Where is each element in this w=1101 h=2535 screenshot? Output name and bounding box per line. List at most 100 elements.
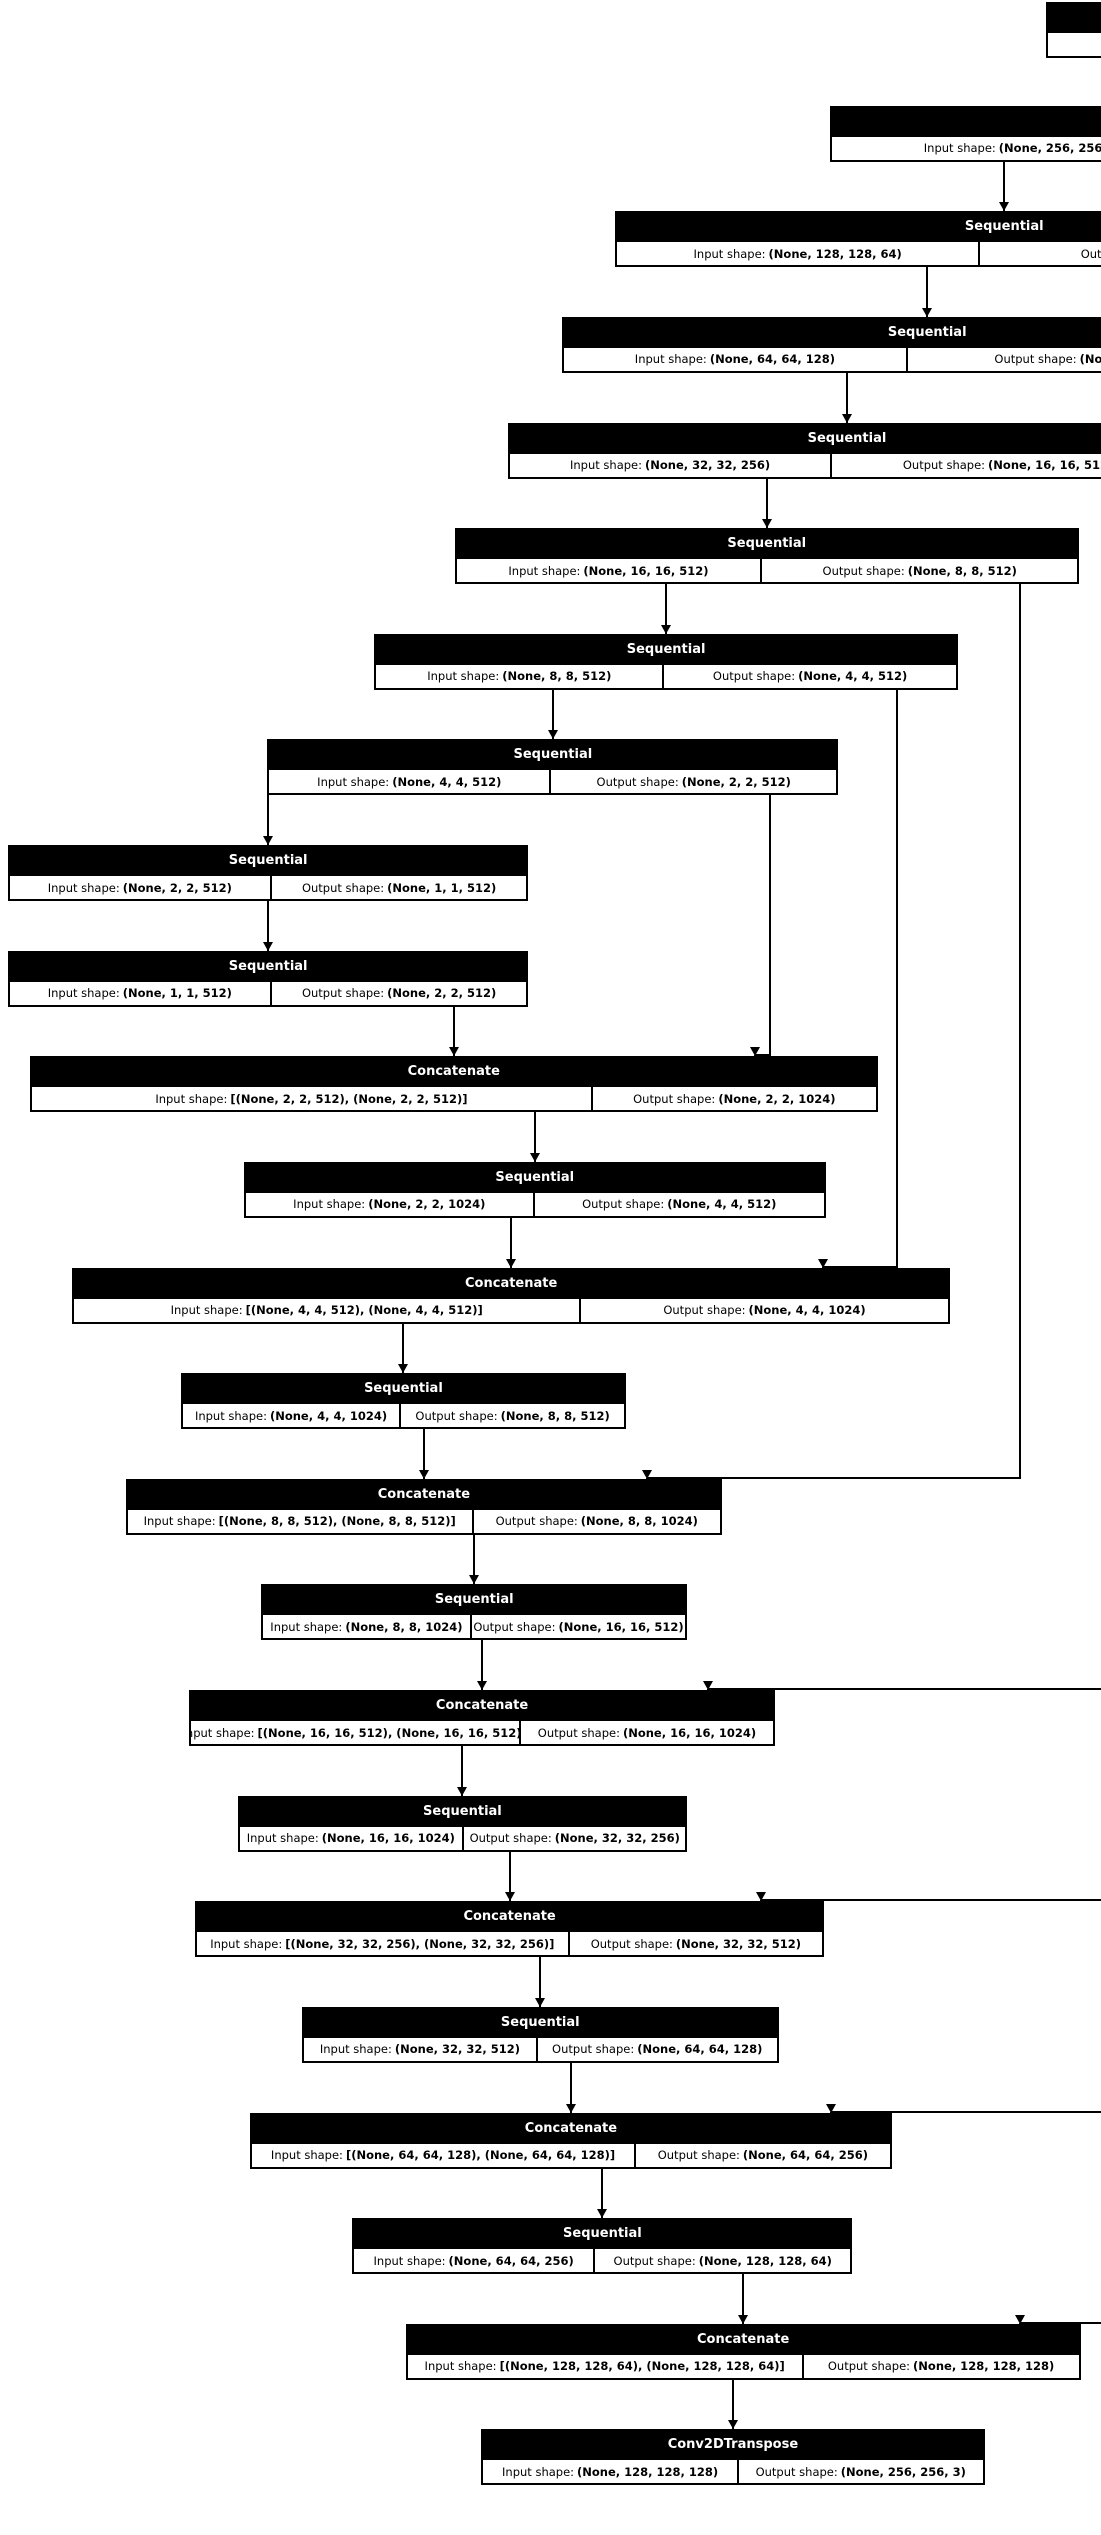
input-shape-label: Input shape: bbox=[424, 2359, 497, 2374]
layer-node-shape-row: Input shape:(None, 16, 16, 512)Output sh… bbox=[456, 557, 1077, 583]
layer-input-shape: Input shape:[(None, 128, 128, 64), (None… bbox=[407, 2352, 804, 2378]
output-shape-value: (None, 4, 4, 1024) bbox=[748, 1303, 866, 1317]
edge-n9-to-n10 bbox=[452, 1006, 455, 1057]
input-shape-value: [(None, 128, 128, 64), (None, 128, 128, … bbox=[499, 2359, 785, 2374]
layer-node-title: Conv2DTranspose bbox=[483, 2431, 983, 2459]
layer-node-shape-row: Input shape:(None, 32, 32, 512)Output sh… bbox=[303, 2035, 777, 2061]
edge-n10-to-n11 bbox=[533, 1112, 536, 1162]
input-shape-value: (None, 256, 256, 3) bbox=[998, 141, 1101, 156]
layer-input-shape: Input shape:(None, 2, 2, 1024) bbox=[245, 1190, 535, 1216]
arrowhead-n9-to-n10 bbox=[448, 1047, 459, 1057]
edge-n12-to-n13 bbox=[402, 1323, 405, 1374]
output-shape-label: Output shape: bbox=[827, 2359, 911, 2374]
layer-output-shape: Output shape:(None, 4, 4, 1024) bbox=[581, 1296, 948, 1322]
output-shape-value: (None, 4, 4, 512) bbox=[667, 1197, 777, 1212]
layer-input-shape: Input shape:[(None, 32, 32, 256), (None,… bbox=[197, 1930, 570, 1956]
layer-output-shape: Output shape:(None, 2, 2, 512) bbox=[271, 979, 527, 1005]
edge-n21-to-n22 bbox=[742, 2274, 745, 2324]
arrowhead-n2-to-n3 bbox=[922, 307, 933, 317]
skip-edge-jog-n2 bbox=[830, 2110, 1101, 2113]
input-shape-label: Input shape: bbox=[155, 1091, 228, 1106]
output-shape-label: Output shape: bbox=[552, 2042, 635, 2057]
output-shape-value: (None, 32, 32, 256) bbox=[554, 1831, 680, 1846]
edge-n22-to-n23 bbox=[731, 2379, 734, 2430]
layer-output-shape: Output shape:(None, 4, 4, 512) bbox=[664, 662, 956, 688]
skip-edge-jog-n4 bbox=[707, 1688, 1101, 1690]
layer-output-shape: Output shape:(None, 4, 4, 512) bbox=[534, 1190, 824, 1216]
input-shape-label: Input shape: bbox=[319, 2042, 392, 2057]
layer-node-shape-row: Input shape:[(None, 8, 8, 512), (None, 8… bbox=[127, 1507, 720, 1533]
layer-input-shape: Input shape:(None, 8, 8, 512) bbox=[376, 662, 665, 688]
layer-node-title: Concatenate bbox=[127, 1480, 720, 1508]
layer-input-shape: Input shape:[(None, 16, 16, 512), (None,… bbox=[190, 1719, 521, 1744]
layer-input-shape: Input shape:(None, 64, 64, 128) bbox=[563, 345, 909, 371]
input-shape-value: [(None, 64, 64, 128), (None, 64, 64, 128… bbox=[345, 2148, 616, 2162]
arrowhead-n15-to-n16 bbox=[477, 1681, 488, 1690]
layer-node-title: Sequential bbox=[303, 2008, 777, 2036]
output-shape-value: (None, 2, 2, 1024) bbox=[718, 1091, 836, 1106]
arrowhead-n17-to-n18 bbox=[504, 1892, 515, 1902]
arrowhead-n11-to-n12 bbox=[506, 1258, 517, 1268]
layer-input-shape: Input shape:[(None, 4, 4, 512), (None, 4… bbox=[74, 1296, 582, 1322]
input-shape-label: Input shape: bbox=[210, 1936, 283, 1951]
layer-input-shape: Input shape:(None, 32, 32, 256) bbox=[510, 451, 833, 477]
layer-node-title: Concatenate bbox=[197, 1903, 823, 1931]
edge-n1-to-n2 bbox=[1003, 161, 1006, 212]
layer-output-shape: Output shape:(None, 64, 64, 256) bbox=[635, 2141, 890, 2167]
input-shape-value: (None, 2, 2, 512) bbox=[122, 880, 232, 895]
input-shape-label: Input shape: bbox=[143, 1514, 216, 1529]
layer-node-title: Concatenate bbox=[252, 2114, 890, 2142]
input-shape-label: Input shape: bbox=[191, 1725, 255, 1740]
layer-output-shape: Output shape:(None, 8, 8, 512) bbox=[762, 557, 1077, 582]
skip-edge-jog-n6 bbox=[822, 1265, 897, 1268]
input-shape-label: Input shape: bbox=[47, 880, 120, 895]
arrowhead-skip-n4-to-n16 bbox=[702, 1681, 713, 1690]
arrowhead-n18-to-n19 bbox=[535, 1997, 546, 2007]
layer-node-title: Sequential bbox=[9, 847, 527, 874]
layer-node-title: Sequential bbox=[182, 1375, 624, 1403]
layer-node-shape-row: Input shape:(None, 8, 8, 1024)Output sha… bbox=[263, 1613, 686, 1639]
layer-node-shape-row: Input shape:(None, 2, 2, 512) Output shap… bbox=[9, 874, 527, 899]
output-shape-value: (None, 64, 64, 256) bbox=[742, 2148, 869, 2162]
output-shape-label: Output shape: bbox=[301, 986, 385, 1001]
layer-input-shape: Input shape:(None, 256, 256, 3) bbox=[832, 134, 1101, 160]
layer-output-shape: Output shape:(None, 16, 16, 1024) bbox=[520, 1719, 774, 1744]
input-shape-label: Input shape: bbox=[508, 563, 581, 578]
skip-edge-jog-n7 bbox=[754, 1054, 770, 1057]
layer-node-shape-row: Input shape:(None, 64, 64, 256)Output sh… bbox=[354, 2247, 851, 2273]
layer-node-title: Sequential bbox=[616, 213, 1101, 241]
arrowhead-skip-n3-to-n18 bbox=[756, 1892, 767, 1902]
output-shape-value: (None, 16, 16, 512) bbox=[988, 458, 1101, 472]
layer-node-shape-row: Input shape:[(None, 32, 32, 256), (None,… bbox=[197, 1930, 823, 1956]
layer-output-shape: Output shape:(None, 2, 2, 1024) bbox=[592, 1085, 876, 1110]
layer-output-shape: Output shape:(None, 32, 32, 256) bbox=[908, 345, 1101, 371]
layer-input-shape: Input shape:(None, 4, 4, 1024) bbox=[182, 1402, 402, 1428]
edge-n5-to-n6 bbox=[665, 584, 668, 634]
output-shape-label: Output shape: bbox=[301, 880, 385, 895]
input-shape-label: Input shape: bbox=[427, 669, 500, 684]
output-shape-value: (None, 8, 8, 1024) bbox=[580, 1514, 698, 1529]
output-shape-value: (None, 16, 16, 512) bbox=[558, 1619, 684, 1634]
layer-node-shape-row: Input shape:[(None, 2, 2, 512), (None, 2… bbox=[31, 1085, 876, 1111]
layer-node-shape-row: Input shape:[(None, 64, 64, 128), (None,… bbox=[252, 2141, 890, 2167]
edge-n16-to-n17 bbox=[461, 1746, 464, 1796]
output-shape-label: Output shape: bbox=[755, 2464, 838, 2479]
layer-node-shape-row: Input shape:(None, 8, 8, 512)Output shap… bbox=[376, 662, 956, 688]
arrowhead-skip-n2-to-n20 bbox=[825, 2103, 836, 2113]
output-shape-label: Output shape: bbox=[633, 1091, 716, 1106]
arrowhead-n16-to-n17 bbox=[457, 1786, 468, 1796]
output-shape-label: Output shape: bbox=[1080, 246, 1101, 261]
layer-input-shape: Input shape:(None, 8, 8, 1024) bbox=[263, 1613, 472, 1639]
layer-input-shape: Input shape:[(None, 8, 8, 512), (None, 8… bbox=[127, 1507, 474, 1533]
layer-node-shape-row: Input shape:(None, 128, 128, 128)Output … bbox=[483, 2458, 983, 2484]
edge-n18-to-n19 bbox=[539, 1957, 542, 2007]
